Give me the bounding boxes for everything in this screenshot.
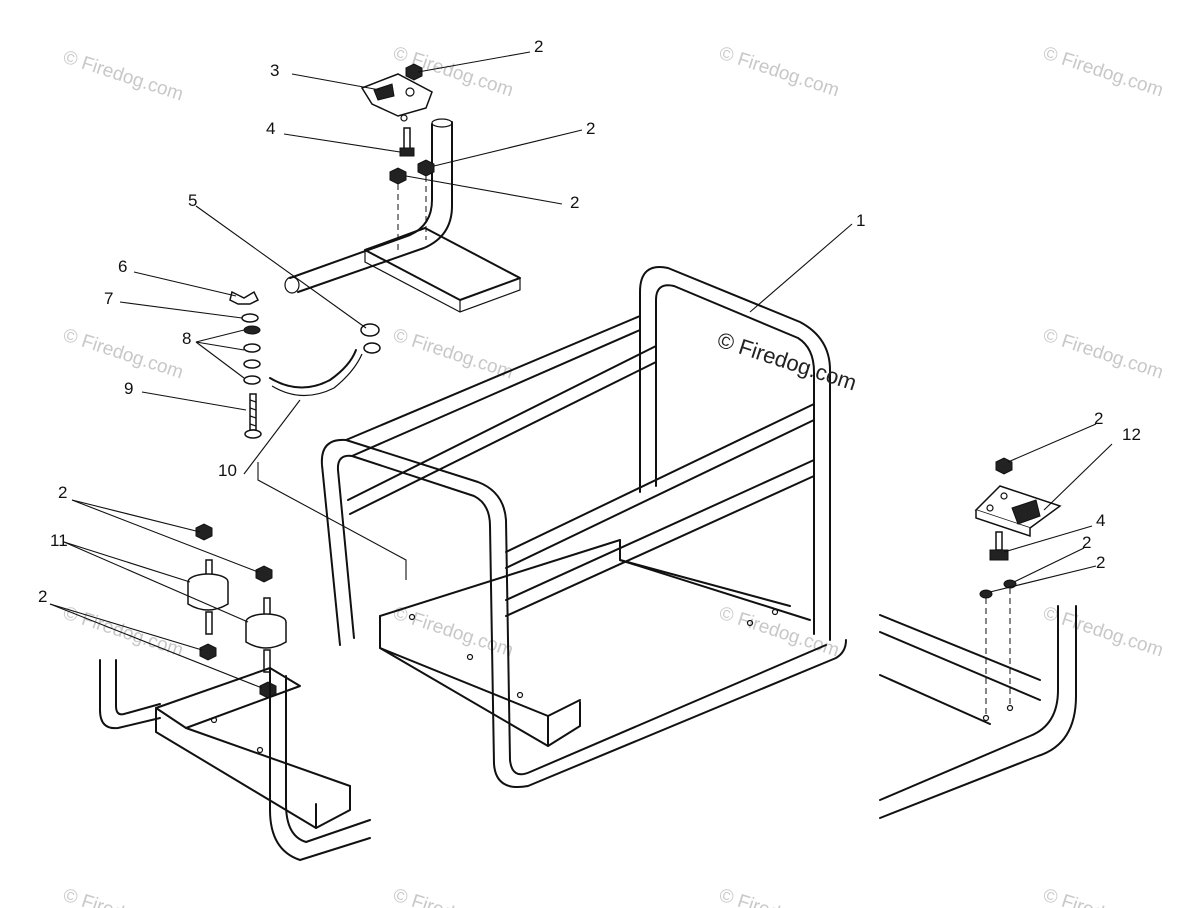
callout-4: 4 bbox=[1096, 511, 1105, 530]
callout-12: 12 bbox=[1122, 425, 1141, 444]
callout-2: 2 bbox=[586, 119, 595, 138]
ground-cable-part bbox=[269, 323, 381, 397]
watermark-tile: © Firedog.com bbox=[1040, 43, 1165, 102]
callout-2: 2 bbox=[1094, 409, 1103, 428]
callout-2: 2 bbox=[58, 483, 67, 502]
watermark-tile: © Firedog.com bbox=[390, 325, 515, 384]
callout-10: 10 bbox=[218, 461, 237, 480]
main-frame-part bbox=[320, 266, 847, 788]
callout-4: 4 bbox=[266, 119, 275, 138]
callout-2: 2 bbox=[1096, 553, 1105, 572]
watermark-tile: © Firedog.com bbox=[60, 47, 185, 106]
callout-7: 7 bbox=[104, 289, 113, 308]
watermark-tile: © Firedog.com bbox=[1040, 885, 1165, 908]
callout-3: 3 bbox=[270, 61, 279, 80]
callout-11: 11 bbox=[50, 531, 68, 550]
watermark-tile: © Firedog.com bbox=[390, 603, 515, 662]
callout-8: 8 bbox=[182, 329, 191, 348]
upper-bracket-assembly bbox=[284, 63, 521, 313]
left-isolator-mounts bbox=[187, 523, 287, 699]
leader-lines bbox=[49, 51, 1113, 689]
watermark-tile: © Firedog.com bbox=[390, 885, 515, 908]
callout-1: 1 bbox=[856, 211, 865, 230]
callout-2: 2 bbox=[1082, 533, 1091, 552]
watermark-tile: © Firedog.com bbox=[60, 603, 185, 662]
callout-labels: 1 2 2 2 2 2 2 2 2 3 4 4 5 6 7 8 9 10 11 … bbox=[38, 37, 1141, 606]
callout-2: 2 bbox=[38, 587, 47, 606]
watermark-tile: © Firedog.com bbox=[716, 43, 841, 102]
watermark-tile: © Firedog.com bbox=[716, 603, 841, 662]
watermark-tile: © Firedog.com bbox=[60, 325, 185, 384]
right-bracket-assembly bbox=[879, 457, 1077, 819]
callout-2: 2 bbox=[534, 37, 543, 56]
watermark-tile: © Firedog.com bbox=[1040, 603, 1165, 662]
watermark-tile: © Firedog.com bbox=[716, 885, 841, 908]
callout-2: 2 bbox=[570, 193, 579, 212]
callout-5: 5 bbox=[188, 191, 197, 210]
main-watermark: © Firedog.com bbox=[714, 327, 859, 395]
callout-6: 6 bbox=[118, 257, 127, 276]
ground-hardware bbox=[229, 290, 262, 439]
lower-left-frame bbox=[99, 659, 371, 861]
callout-9: 9 bbox=[124, 379, 133, 398]
watermark-tile: © Firedog.com bbox=[60, 885, 185, 908]
watermark-tile: © Firedog.com bbox=[1040, 325, 1165, 384]
